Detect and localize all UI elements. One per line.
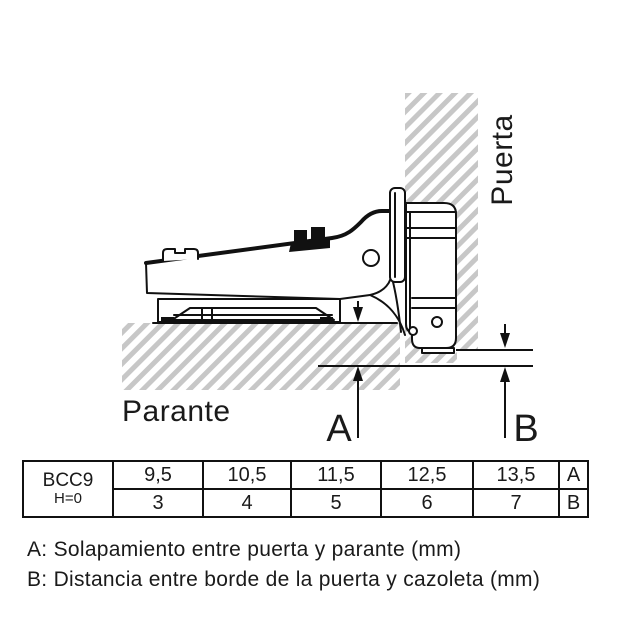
hinge-drawing: [144, 187, 457, 354]
cup-screw-hole-2: [408, 326, 418, 336]
model-name: BCC9: [42, 470, 94, 492]
arrow-down-icon: [353, 307, 363, 322]
hinge-arm: [144, 209, 406, 336]
value-b-4: 6: [380, 488, 474, 518]
cup-flange: [389, 187, 406, 283]
pivot-hole: [362, 249, 380, 267]
arrow-up-icon: [353, 366, 363, 381]
dimension-a: A: [318, 301, 533, 450]
footnote-a: A: Solapamiento entre puerta y parante (…: [27, 538, 462, 561]
spec-table: BCC9 H=0 9,5 10,5 11,5 12,5 13,5 A 3 4 5…: [22, 460, 589, 518]
row-a-key: A: [558, 460, 589, 490]
mounting-plate: [157, 298, 341, 323]
model-cell: BCC9 H=0: [22, 460, 114, 518]
hinge-cup: [389, 187, 457, 354]
value-a-1: 9,5: [112, 460, 204, 490]
dimension-b: B: [456, 324, 539, 450]
model-variant: H=0: [54, 490, 82, 508]
dimension-a-label: A: [326, 408, 352, 450]
hinge-technical-drawing: A B Puerta Parante: [122, 93, 539, 450]
door-label: Puerta: [486, 114, 519, 205]
arm-top-edge: [144, 209, 394, 265]
value-b-5: 7: [472, 488, 560, 518]
arrow-up-icon: [500, 367, 510, 382]
value-b-3: 5: [290, 488, 382, 518]
mounting-screw-left: [294, 230, 307, 249]
value-a-4: 12,5: [380, 460, 474, 490]
arrow-down-icon: [500, 333, 510, 348]
value-a-2: 10,5: [202, 460, 292, 490]
cup-lip: [421, 347, 455, 354]
arm-neck-outer: [369, 294, 406, 336]
side-panel-label: Parante: [122, 395, 231, 428]
table-row: 3 4 5 6 7 B: [23, 488, 589, 518]
row-b-key: B: [558, 488, 589, 518]
value-b-2: 4: [202, 488, 292, 518]
value-a-5: 13,5: [472, 460, 560, 490]
footnote-b: B: Distancia entre borde de la puerta y …: [27, 568, 541, 591]
table-row: BCC9 H=0 9,5 10,5 11,5 12,5 13,5 A: [22, 460, 589, 518]
cup-screw-hole-1: [431, 316, 443, 328]
value-b-1: 3: [112, 488, 204, 518]
value-a-3: 11,5: [290, 460, 382, 490]
mounting-screw-right: [311, 227, 325, 247]
side-panel-hatch: [122, 322, 400, 390]
adjustment-screw: [162, 248, 199, 262]
dimension-b-label: B: [513, 408, 538, 450]
